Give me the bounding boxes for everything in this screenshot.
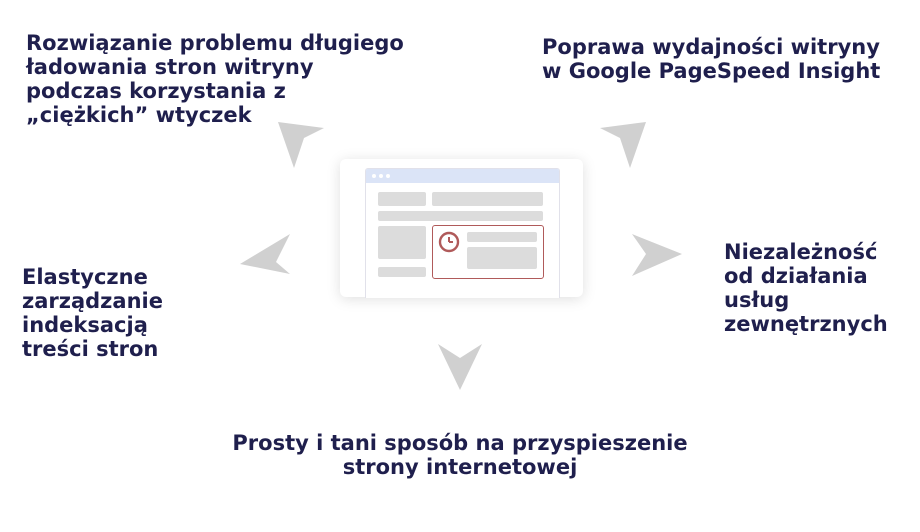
benefit-line: od działania [724, 264, 868, 288]
benefit-line: usług [724, 288, 790, 312]
benefit-line: zewnętrznych [724, 312, 888, 336]
benefit-line: ładowania stron witryny [26, 55, 314, 79]
content-block [378, 211, 543, 221]
content-block [432, 192, 543, 206]
benefit-line: Prosty i tani sposób na przyspieszenie [232, 431, 688, 455]
benefit-line: Niezależność [724, 240, 878, 264]
benefit-line: Elastyczne [22, 265, 148, 289]
benefit-top-left: Rozwiązanie problemu długiego ładowania … [26, 31, 404, 127]
clock-icon [438, 231, 460, 253]
benefit-line: Poprawa wydajności witryny [542, 35, 880, 59]
window-dot [379, 174, 383, 178]
benefit-line: w Google PageSpeed Insight [542, 59, 881, 83]
benefit-line: treści stron [22, 337, 159, 361]
browser-title-bar [366, 169, 559, 183]
browser-illustration [340, 159, 583, 298]
benefit-line: strony internetowej [342, 455, 578, 479]
benefit-line: indeksacją [22, 313, 148, 337]
benefit-line: podczas korzystania z [26, 79, 286, 103]
arrow-down-icon [438, 344, 482, 390]
content-block [378, 226, 426, 259]
benefit-line: Rozwiązanie problemu długiego [26, 31, 404, 55]
content-block [378, 192, 426, 206]
browser-window [365, 168, 560, 298]
window-dot [372, 174, 376, 178]
benefit-line: zarządzanie [22, 289, 163, 313]
content-block [467, 232, 537, 242]
content-block [467, 247, 537, 269]
arrow-right-icon [632, 234, 682, 276]
benefit-line: „ciężkich” wtyczek [26, 103, 252, 127]
content-block [378, 267, 426, 277]
slow-widget-highlight [432, 225, 544, 279]
benefit-bottom: Prosty i tani sposób na przyspieszenie s… [200, 431, 720, 479]
arrow-left-icon [240, 234, 290, 274]
benefit-right: Niezależność od działania usług zewnętrz… [724, 240, 888, 336]
arrow-up-left-icon [278, 122, 324, 168]
benefit-left: Elastyczne zarządzanie indeksacją treści… [22, 265, 163, 361]
window-dot [386, 174, 390, 178]
arrow-up-right-icon [600, 122, 646, 168]
benefit-top-right: Poprawa wydajności witryny w Google Page… [542, 35, 880, 83]
